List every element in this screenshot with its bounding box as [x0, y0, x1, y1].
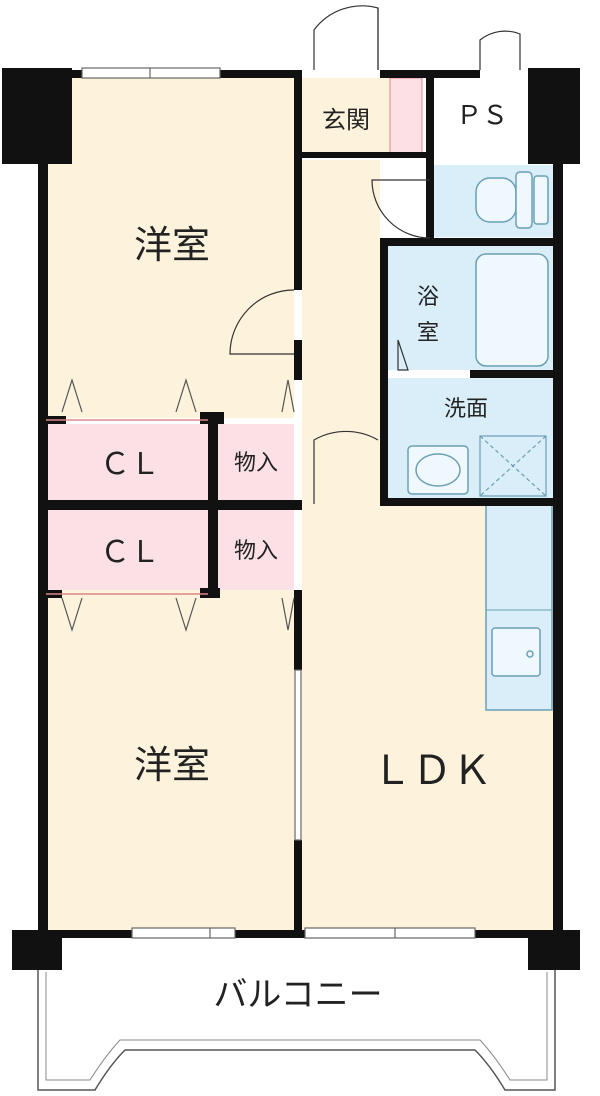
windows	[81, 67, 476, 939]
room-label-balcony: バルコニー	[213, 975, 382, 1015]
hallway-floor	[302, 160, 380, 505]
storage-top-floor	[218, 424, 294, 500]
room-label-closet-top: ＣＬ	[100, 447, 160, 482]
room-label-west-top: 洋室	[134, 223, 210, 267]
walls	[2, 68, 580, 970]
room-label-ldk: ＬＤＫ	[372, 748, 492, 794]
bathtub	[475, 253, 549, 367]
washbasin	[407, 445, 469, 495]
toilet-fixture	[475, 171, 549, 229]
entrance-floor	[302, 78, 390, 156]
room-label-west-bottom: 洋室	[134, 743, 210, 787]
room-label-ps: ＰＳ	[456, 101, 508, 131]
closet-top-floor	[46, 424, 208, 500]
kitchen-counter	[485, 504, 553, 711]
closet-rails	[46, 419, 208, 595]
room-label-storage-top: 物入	[234, 451, 278, 476]
balcony-outline	[37, 960, 556, 1091]
washing-machine-space	[479, 435, 547, 497]
room-label-bath-2: 室	[417, 321, 439, 346]
balcony-inner-line	[45, 972, 548, 1081]
door-swings	[229, 5, 521, 504]
ps-box	[432, 78, 528, 150]
entrance-step	[389, 77, 423, 157]
room-west-top-floor	[46, 78, 294, 418]
room-west-bottom-floor	[46, 590, 294, 930]
storage-bottom-floor	[218, 510, 294, 590]
room-label-storage-bottom: 物入	[234, 539, 278, 564]
closet-door-marks	[61, 377, 295, 633]
room-label-bath-1: 浴	[417, 285, 439, 310]
room-label-washroom: 洗面	[444, 397, 488, 422]
room-label-entrance: 玄関	[322, 106, 370, 134]
room-label-closet-bottom: ＣＬ	[100, 535, 160, 570]
kitchen-sink	[491, 627, 541, 677]
closet-bottom-floor	[46, 510, 208, 590]
